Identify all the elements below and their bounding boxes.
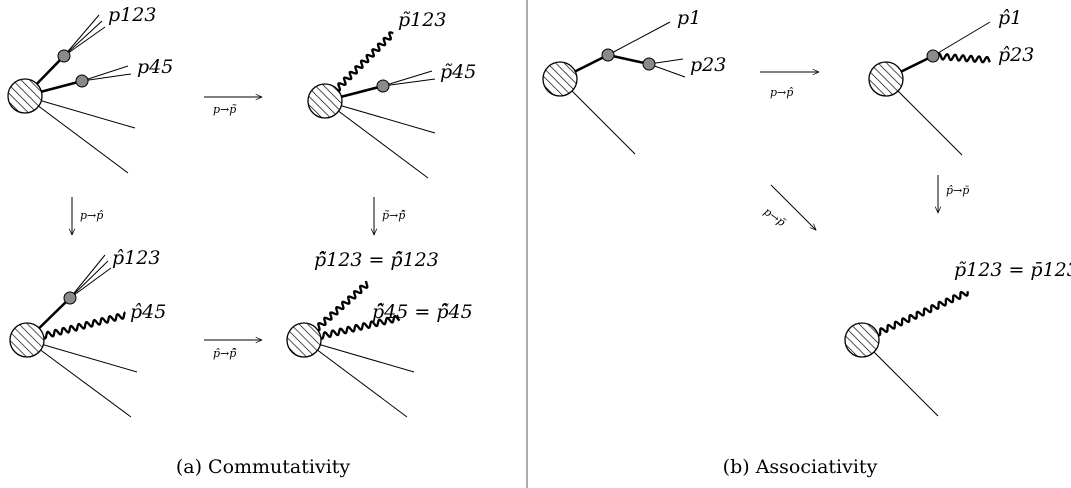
vertex-blob [868,61,904,97]
label-p45-combined: p̃̂45 = p̂̃45 [372,301,473,323]
splitting-dot [376,79,390,93]
vertex-blob [7,78,43,114]
arrow-a-bottom: p̂→p̂̃ [204,340,262,360]
panel-associativity: p1 p23 p→p̂ p̂1 p̂23 p̂→p̄ p→p̃ [542,7,1071,478]
arrow-b-top: p→p̂ [760,72,819,99]
label-p45-hat: p̂45 [130,301,166,323]
arrow-a-top: p→p̃ [204,97,262,116]
vertex-blob [844,322,880,358]
label-p1: p1 [677,7,701,29]
arrow-a-right: p̃→p̃̂ [374,197,406,235]
caption-commutativity: (a) Commutativity [176,456,351,478]
vertex-blob [9,322,45,358]
arrow-label-a-right: p̃→p̃̂ [382,209,406,222]
arrow-b-right: p̂→p̄ [938,175,970,213]
wavy-line [931,52,991,64]
splitting-dot [601,48,615,62]
arrow-a-left: p→p̂ [72,197,104,235]
diagram-a-bottom-left: p̂123 p̂45 [9,247,166,418]
arrow-label-a-top: p→p̃ [213,103,237,116]
label-p123: p123 [108,4,156,26]
arrow-label-b-top: p→p̂ [770,86,794,99]
vertex-blob [542,61,578,97]
diagram-a-bottom-right: p̃̂123 = p̂̃123 p̃̂45 = p̂̃45 [286,249,473,418]
splitting-dot [642,57,656,71]
arrow-b-diagonal: p→p̃ [761,184,816,230]
wavy-line [861,290,969,343]
splitting-dot [63,291,77,305]
splitting-dot [57,49,71,63]
label-p23-hat: p̂23 [998,44,1034,66]
label-p23: p23 [690,54,726,76]
diagram-a-top-left: p123 p45 [7,4,173,174]
label-p123-combined: p̃̂123 = p̂̃123 [314,249,439,271]
arrow-label-b-right: p̂→p̄ [946,184,970,197]
label-p123-equal: p̃123 = p̄123 [954,259,1071,281]
diagram-b-top-right: p̂1 p̂23 [868,7,1034,156]
diagram-b-bottom-right: p̃123 = p̄123 [844,259,1071,417]
vertex-blob [286,322,322,358]
label-p123-hat: p̂123 [112,247,160,269]
arrow-label-b-diagonal: p→p̃ [761,205,788,229]
vertex-blob [307,83,343,119]
splitting-dot [926,49,940,63]
caption-associativity: (b) Associativity [723,456,878,478]
label-p45: p45 [137,56,173,78]
diagram-a-top-right: p̃123 p̃45 [307,9,476,179]
label-p1-hat: p̂1 [998,7,1022,29]
label-p123-tilde: p̃123 [398,9,446,31]
label-p45-tilde: p̃45 [440,61,476,83]
arrow-label-a-left: p→p̂ [80,209,104,222]
splitting-dot [75,74,89,88]
panel-commutativity: p123 p45 p→p̃ p̃123 p̃45 p→p̂ [7,4,476,478]
diagram-b-top-left: p1 p23 [542,7,726,155]
arrow-label-a-bottom: p̂→p̂̃ [213,347,237,360]
